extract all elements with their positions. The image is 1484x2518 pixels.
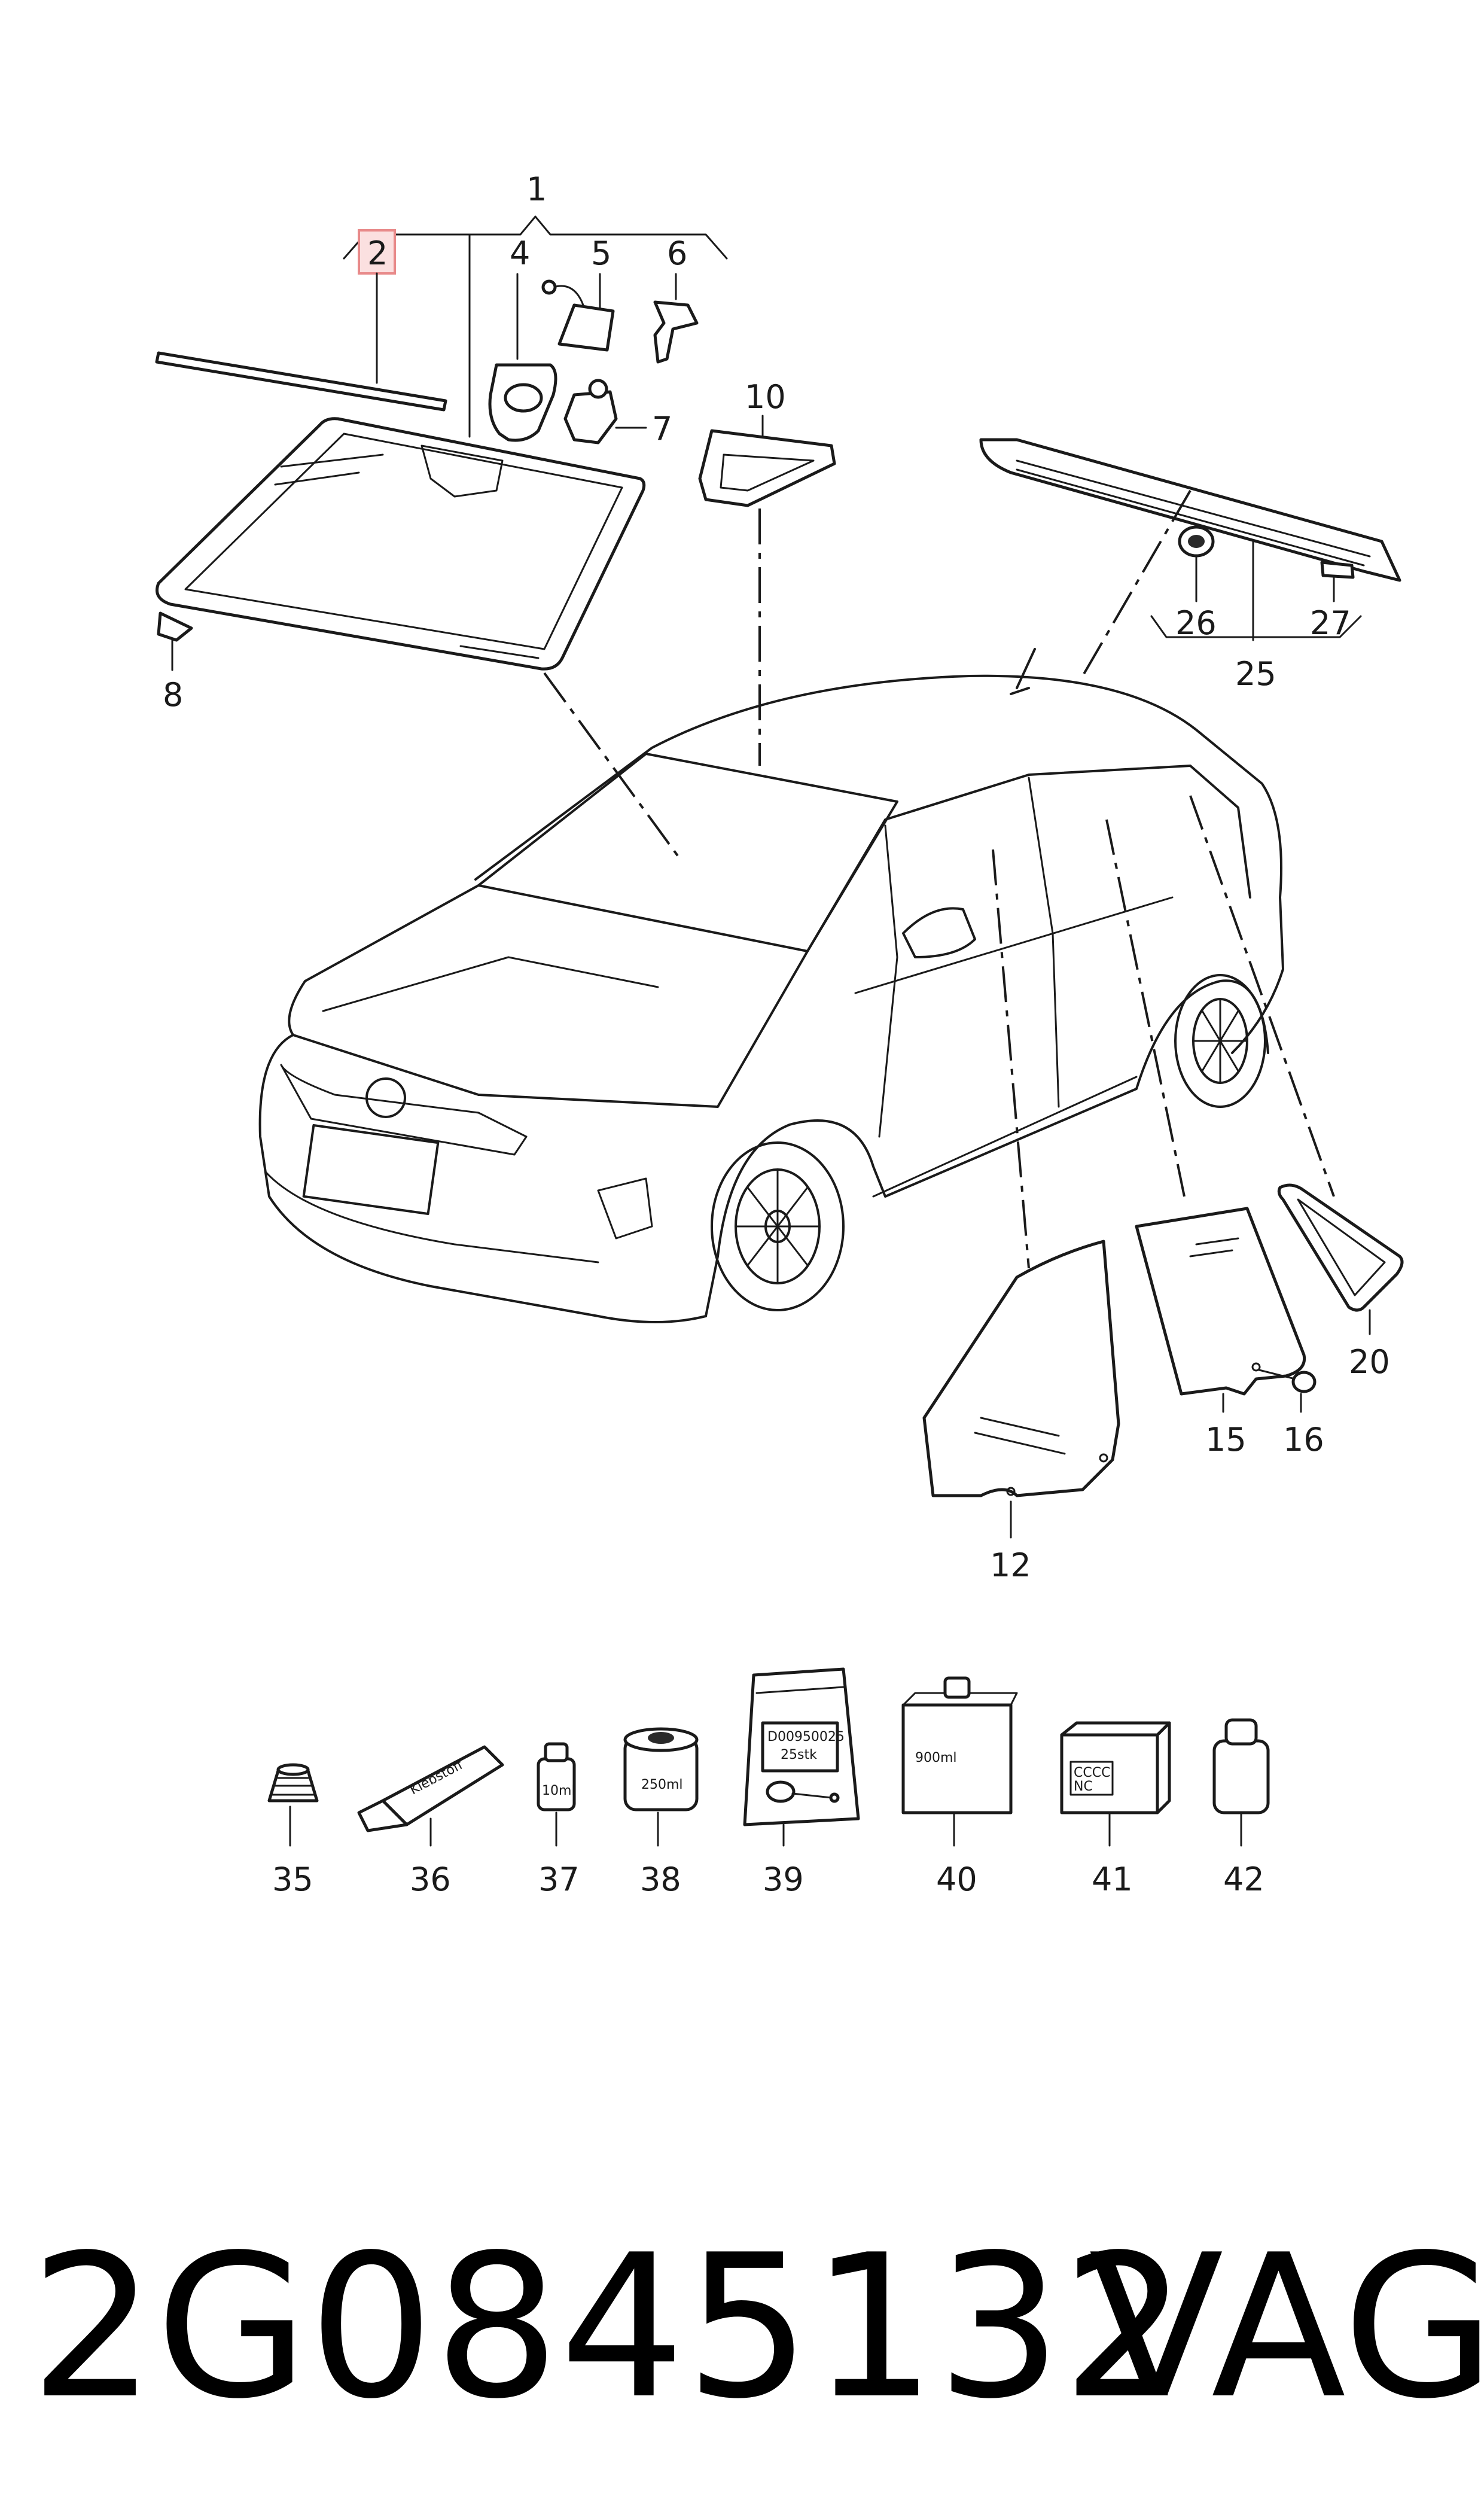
primer-can-38: 250ml [623,1727,699,1811]
callout-25: 25 [1235,655,1276,693]
repair-kit-41: CCCC NC [1060,1721,1171,1814]
callout-12: 12 [990,1546,1031,1584]
adhesive-box-40: 900ml [901,1676,1018,1814]
box-label: 900ml [915,1750,957,1765]
callout-7: 7 [652,410,672,447]
callout-35: 35 [272,1861,313,1898]
part-number: 2G0845132 [30,2212,1188,2442]
callout-42: 42 [1223,1861,1264,1898]
sealing-cord-35 [267,1763,319,1803]
callout-10: 10 [745,378,786,416]
front-door-glass-12 [922,1240,1120,1497]
callout-40: 40 [936,1861,977,1898]
callout-38: 38 [640,1861,681,1898]
quarter-glass-20 [1277,1183,1404,1312]
camera-7 [563,379,618,444]
sensor-bracket-5 [541,279,615,352]
windscreen [156,417,646,671]
callout-5: 5 [591,235,611,272]
callout-4: 4 [510,235,530,272]
callout-20: 20 [1349,1343,1390,1381]
callout-39: 39 [763,1861,804,1898]
callout-16: 16 [1283,1421,1324,1459]
kit-label-line1: CCCC [1074,1765,1110,1780]
applicator-bag-39: D00950025 25stk [743,1667,860,1826]
rain-sensor [488,363,557,442]
leader-windscreen [543,672,683,863]
rear-window-25 [979,438,1401,582]
windscreen-trim-strip [155,351,447,412]
callout-1: 1 [526,170,547,208]
rear-door-glass-15 [1135,1207,1306,1396]
bottle-small-label: 10ml [542,1783,575,1798]
plug-27 [1320,561,1355,579]
cover-6 [653,300,699,364]
leader-20 [1189,795,1335,1197]
callout-15: 15 [1205,1421,1247,1459]
adhesive-tube-36: Klebstoff [357,1745,504,1832]
primer-bottle-37: 10ml [537,1742,576,1811]
callout-41: 41 [1092,1861,1133,1898]
group-bracket-25 [1150,615,1362,638]
callout-2: 2 [367,235,388,272]
bag-label-line1: D00950025 [767,1730,845,1744]
brand-name: VAG [1089,2212,1484,2442]
leader-12 [992,849,1030,1269]
callout-37: 37 [538,1861,580,1898]
bag-label-line2: 25stk [781,1747,817,1762]
callout-8: 8 [163,676,183,714]
mirror-base-cover-10 [698,429,836,507]
cleaner-bottle-42 [1212,1718,1270,1814]
callout-6: 6 [667,235,687,272]
car-body [258,648,1284,1323]
clip-26 [1178,525,1215,558]
trim-clip-8 [157,611,193,642]
callout-36: 36 [410,1861,451,1898]
clip-16 [1291,1371,1317,1393]
callout-27: 27 [1310,604,1351,642]
kit-label-line2: NC [1074,1779,1093,1794]
callout-26: 26 [1175,604,1217,642]
can-label: 250ml [641,1777,683,1792]
leader-15 [1105,819,1186,1197]
